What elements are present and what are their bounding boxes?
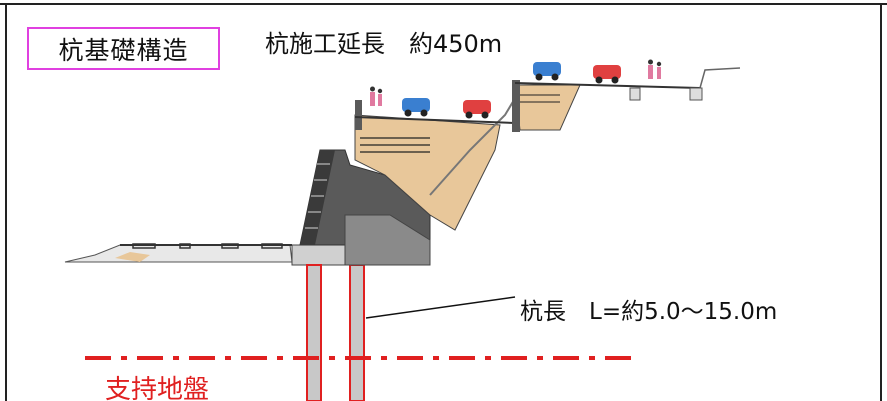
- retaining-wall-face: [300, 150, 335, 245]
- car-red-upper: [593, 65, 621, 84]
- upper-right-wall: [512, 80, 520, 132]
- subtitle: 杭施工延長 約450m: [265, 30, 503, 58]
- left-guardrail: [132, 243, 283, 249]
- frame-border-top: [0, 3, 887, 5]
- car-blue-lower: [402, 98, 430, 117]
- pedestrians-lower: [370, 86, 383, 106]
- pile-length-leader: [365, 296, 516, 319]
- title-text: 杭基礎構造: [58, 35, 189, 65]
- right-box-culvert: [689, 87, 703, 101]
- top-road-surface: [514, 82, 701, 89]
- upper-right-layers: [520, 94, 560, 103]
- lower-concrete-block: [344, 214, 431, 266]
- right-ground: [699, 67, 741, 89]
- support-layer-label: 支持地盤: [105, 375, 210, 401]
- embankment-layers: [360, 137, 430, 153]
- title-box: 杭基礎構造: [27, 27, 220, 70]
- left-soil-patch: [115, 252, 150, 262]
- wall-stripes: [305, 163, 330, 229]
- left-ground: [64, 244, 293, 263]
- car-blue-upper: [533, 62, 561, 81]
- pile-length-label: 杭長 L=約5.0～15.0m: [520, 299, 778, 325]
- pedestrians-upper: [648, 59, 662, 79]
- frame-border-right: [880, 3, 882, 401]
- pile-left: [306, 264, 322, 401]
- upper-wall-block: [355, 100, 362, 130]
- upper-right-soil: [514, 84, 581, 131]
- right-small-structure: [629, 87, 641, 101]
- pile-right: [349, 264, 365, 401]
- upper-road-surface: [354, 116, 516, 124]
- frame-border-left: [5, 3, 7, 401]
- car-red-lower: [463, 100, 491, 119]
- upper-embankment-soil: [354, 114, 501, 231]
